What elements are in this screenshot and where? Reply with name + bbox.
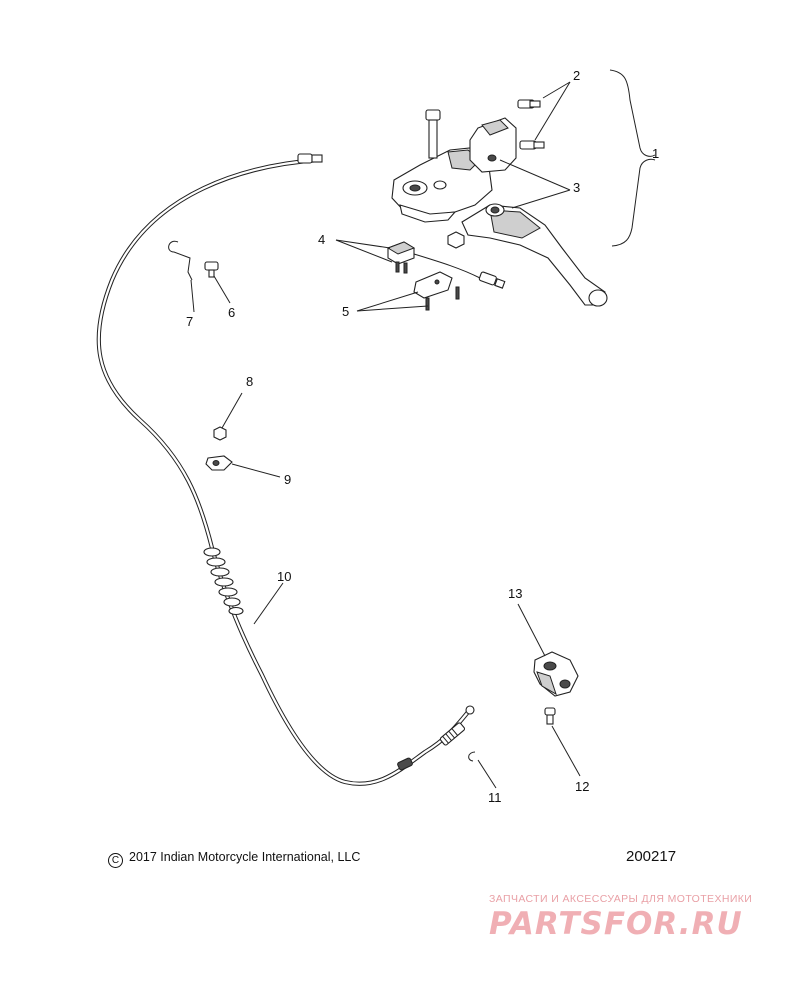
callout-2: 2: [573, 68, 580, 83]
copyright-text: 2017 Indian Motorcycle International, LL…: [129, 850, 361, 864]
clutch-cable: [96, 153, 475, 786]
switch-bracket: [413, 271, 460, 311]
cable-clip-hook: [168, 240, 193, 281]
callout-5: 5: [342, 304, 349, 319]
diagram-number: 200217: [626, 848, 677, 865]
callout-9: 9: [284, 472, 291, 487]
callout-7: 7: [186, 314, 193, 329]
watermark-tagline: ЗАПЧАСТИ И АКСЕССУАРЫ ДЛЯ МОТОТЕХНИКИ: [489, 893, 753, 905]
bolt-6: [204, 261, 219, 278]
callout-6: 6: [228, 305, 235, 320]
clamp-9: [205, 455, 233, 471]
bracket-13: [533, 651, 579, 697]
leader-lines: [190, 69, 656, 789]
callout-13: 13: [508, 586, 522, 601]
nut-8: [213, 426, 227, 441]
clutch-switch: [386, 241, 506, 289]
callout-10: 10: [277, 569, 291, 584]
callout-12: 12: [575, 779, 589, 794]
watermark-logo: PARTSFOR.RU: [489, 906, 743, 942]
callout-8: 8: [246, 374, 253, 389]
callout-11: 11: [488, 790, 502, 805]
copyright-notice: C 2017 Indian Motorcycle International, L…: [108, 850, 360, 868]
clip-11: [468, 751, 476, 762]
callout-numbers: 1 2 3 4 5 6 7 8 9 10 11 12 13: [186, 68, 659, 805]
callout-4: 4: [318, 232, 325, 247]
callout-3: 3: [573, 180, 580, 195]
copyright-symbol-icon: C: [108, 853, 123, 868]
lever-assembly: [391, 99, 608, 307]
bolt-12: [544, 707, 556, 725]
callout-1: 1: [652, 146, 659, 161]
